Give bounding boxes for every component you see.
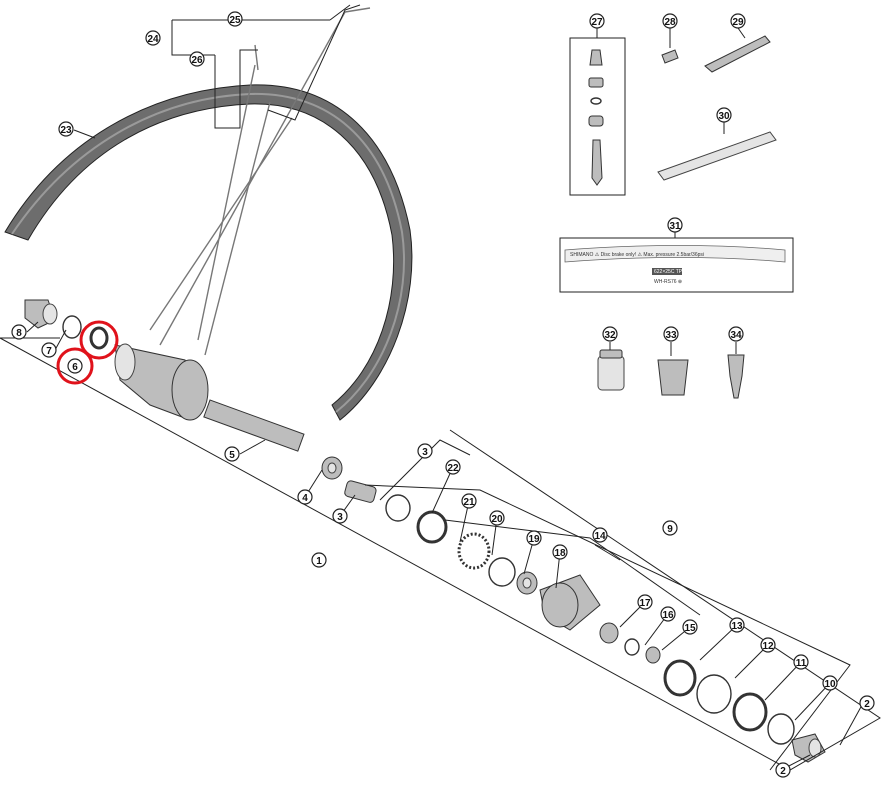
svg-text:33: 33 [665, 330, 677, 341]
callout-5: 5 [224, 446, 240, 462]
svg-text:2: 2 [864, 699, 870, 710]
callout-7: 7 [41, 342, 57, 358]
svg-text:21: 21 [463, 497, 475, 508]
callout-19: 19 [526, 530, 542, 546]
callout-2-bottom: 2 [775, 762, 791, 778]
svg-text:34: 34 [730, 330, 742, 341]
callout-11: 11 [793, 654, 809, 670]
svg-text:12: 12 [762, 641, 774, 652]
callout-24: 24 [145, 30, 161, 46]
callout-15: 15 [682, 619, 698, 635]
svg-text:18: 18 [554, 548, 566, 559]
highlight-circle-7-washer [79, 320, 119, 360]
callout-32: 32 [602, 326, 618, 342]
svg-text:11: 11 [796, 658, 807, 669]
freehub-parts [385, 494, 826, 763]
callout-13: 13 [729, 617, 745, 633]
callout-33: 33 [663, 326, 679, 342]
callout-18: 18 [552, 544, 568, 560]
svg-text:13: 13 [731, 621, 743, 632]
svg-text:19: 19 [528, 534, 540, 545]
callout-17: 17 [637, 594, 653, 610]
rim-tape [657, 122, 777, 181]
svg-text:30: 30 [718, 111, 730, 122]
svg-text:2: 2 [780, 766, 786, 777]
svg-text:31: 31 [669, 221, 681, 232]
callout-25: 25 [227, 11, 243, 27]
valve-parts-box [569, 28, 626, 196]
callout-29: 29 [730, 13, 746, 29]
callout-3-lower: 3 [332, 508, 348, 524]
svg-text:14: 14 [594, 531, 606, 542]
svg-text:23: 23 [60, 125, 72, 136]
callouts: 1 2 2 3 3 4 5 6 7 8 9 10 11 12 13 14 15 … [11, 11, 875, 778]
callout-4: 4 [297, 489, 313, 505]
callout-8: 8 [11, 324, 27, 340]
svg-text:5: 5 [229, 450, 235, 461]
svg-text:7: 7 [46, 346, 52, 357]
callout-10: 10 [822, 675, 838, 691]
svg-text:15: 15 [684, 623, 696, 634]
callout-31: 31 [667, 217, 683, 233]
callout-26: 26 [189, 51, 205, 67]
callout-27: 27 [589, 13, 605, 29]
highlight-circle-6 [56, 347, 94, 385]
callout-2-right: 2 [859, 695, 875, 711]
svg-text:1: 1 [316, 556, 322, 567]
callout-22: 22 [445, 459, 461, 475]
callout-12: 12 [760, 637, 776, 653]
callout-3-top: 3 [417, 443, 433, 459]
grease-and-tools [597, 342, 745, 399]
callout-21: 21 [461, 493, 477, 509]
callout-9: 9 [662, 520, 678, 536]
callout-20: 20 [489, 510, 505, 526]
rim [4, 84, 413, 421]
svg-text:6: 6 [72, 362, 78, 373]
spokes [149, 7, 371, 356]
callout-34: 34 [728, 326, 744, 342]
sticker-text-line1: SHIMANO ⚠ Disc brake only! ⚠ Max. pressu… [570, 252, 704, 258]
svg-text:28: 28 [664, 17, 676, 28]
svg-text:17: 17 [639, 598, 651, 609]
axle-parts [321, 456, 377, 503]
svg-text:3: 3 [422, 447, 428, 458]
callout-14: 14 [592, 527, 608, 543]
sticker-text-line2: 622×25C TPF [654, 269, 685, 275]
callout-28: 28 [662, 13, 678, 29]
svg-text:29: 29 [732, 17, 744, 28]
left-end-parts [24, 299, 109, 350]
callout-6: 6 [67, 358, 83, 374]
svg-text:4: 4 [302, 493, 308, 504]
svg-text:32: 32 [604, 330, 616, 341]
sticker-text-line3: WH-RS76 ⊕ [654, 279, 682, 285]
svg-text:16: 16 [662, 610, 674, 621]
svg-text:24: 24 [147, 34, 159, 45]
svg-text:25: 25 [229, 15, 241, 26]
svg-text:10: 10 [824, 679, 836, 690]
svg-text:26: 26 [191, 55, 203, 66]
callout-1: 1 [311, 552, 327, 568]
svg-text:8: 8 [16, 328, 22, 339]
callout-23: 23 [58, 121, 74, 137]
callout-30: 30 [716, 107, 732, 123]
svg-text:22: 22 [447, 463, 459, 474]
svg-text:27: 27 [591, 17, 603, 28]
svg-text:20: 20 [491, 514, 503, 525]
svg-text:3: 3 [337, 512, 343, 523]
rim-sticker-box: SHIMANO ⚠ Disc brake only! ⚠ Max. pressu… [559, 232, 794, 293]
callout-16: 16 [660, 606, 676, 622]
tire-lever-and-tools [661, 27, 771, 73]
svg-text:9: 9 [667, 524, 673, 535]
hub-shell [114, 343, 305, 452]
